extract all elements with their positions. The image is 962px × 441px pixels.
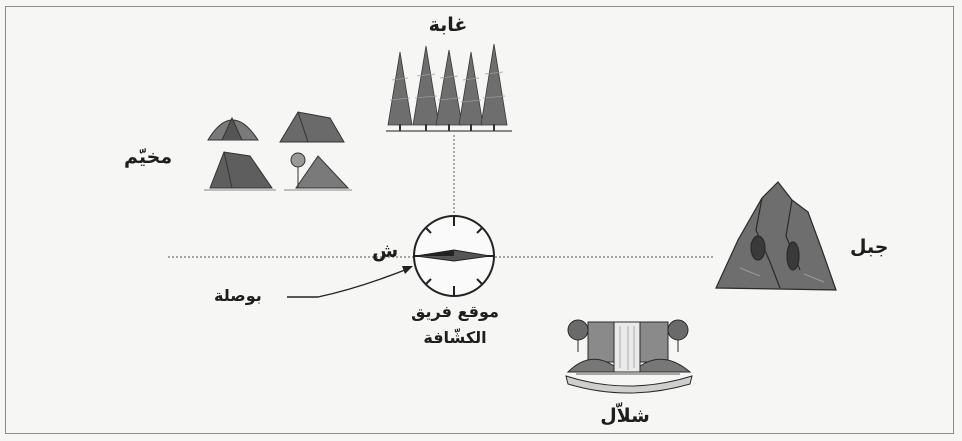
- forest-icon: [386, 44, 512, 131]
- compass-label: بوصلة: [214, 286, 262, 305]
- camp-label: مخيّم: [124, 146, 172, 168]
- north-label: ش: [372, 240, 398, 262]
- camp-tents-icon: [204, 112, 352, 190]
- waterfall-label: شلاّل: [590, 405, 660, 427]
- forest-label: غابة: [418, 14, 478, 36]
- compass-pointer-arrow: [287, 266, 413, 297]
- team-location-label-line1: موقع فريق: [400, 302, 510, 321]
- mountain-icon: [716, 182, 836, 290]
- compass-icon: [414, 216, 494, 296]
- mountain-label: جبل: [850, 236, 888, 258]
- waterfall-icon: [566, 320, 692, 393]
- team-location-label-line2: الكشّافة: [400, 328, 510, 347]
